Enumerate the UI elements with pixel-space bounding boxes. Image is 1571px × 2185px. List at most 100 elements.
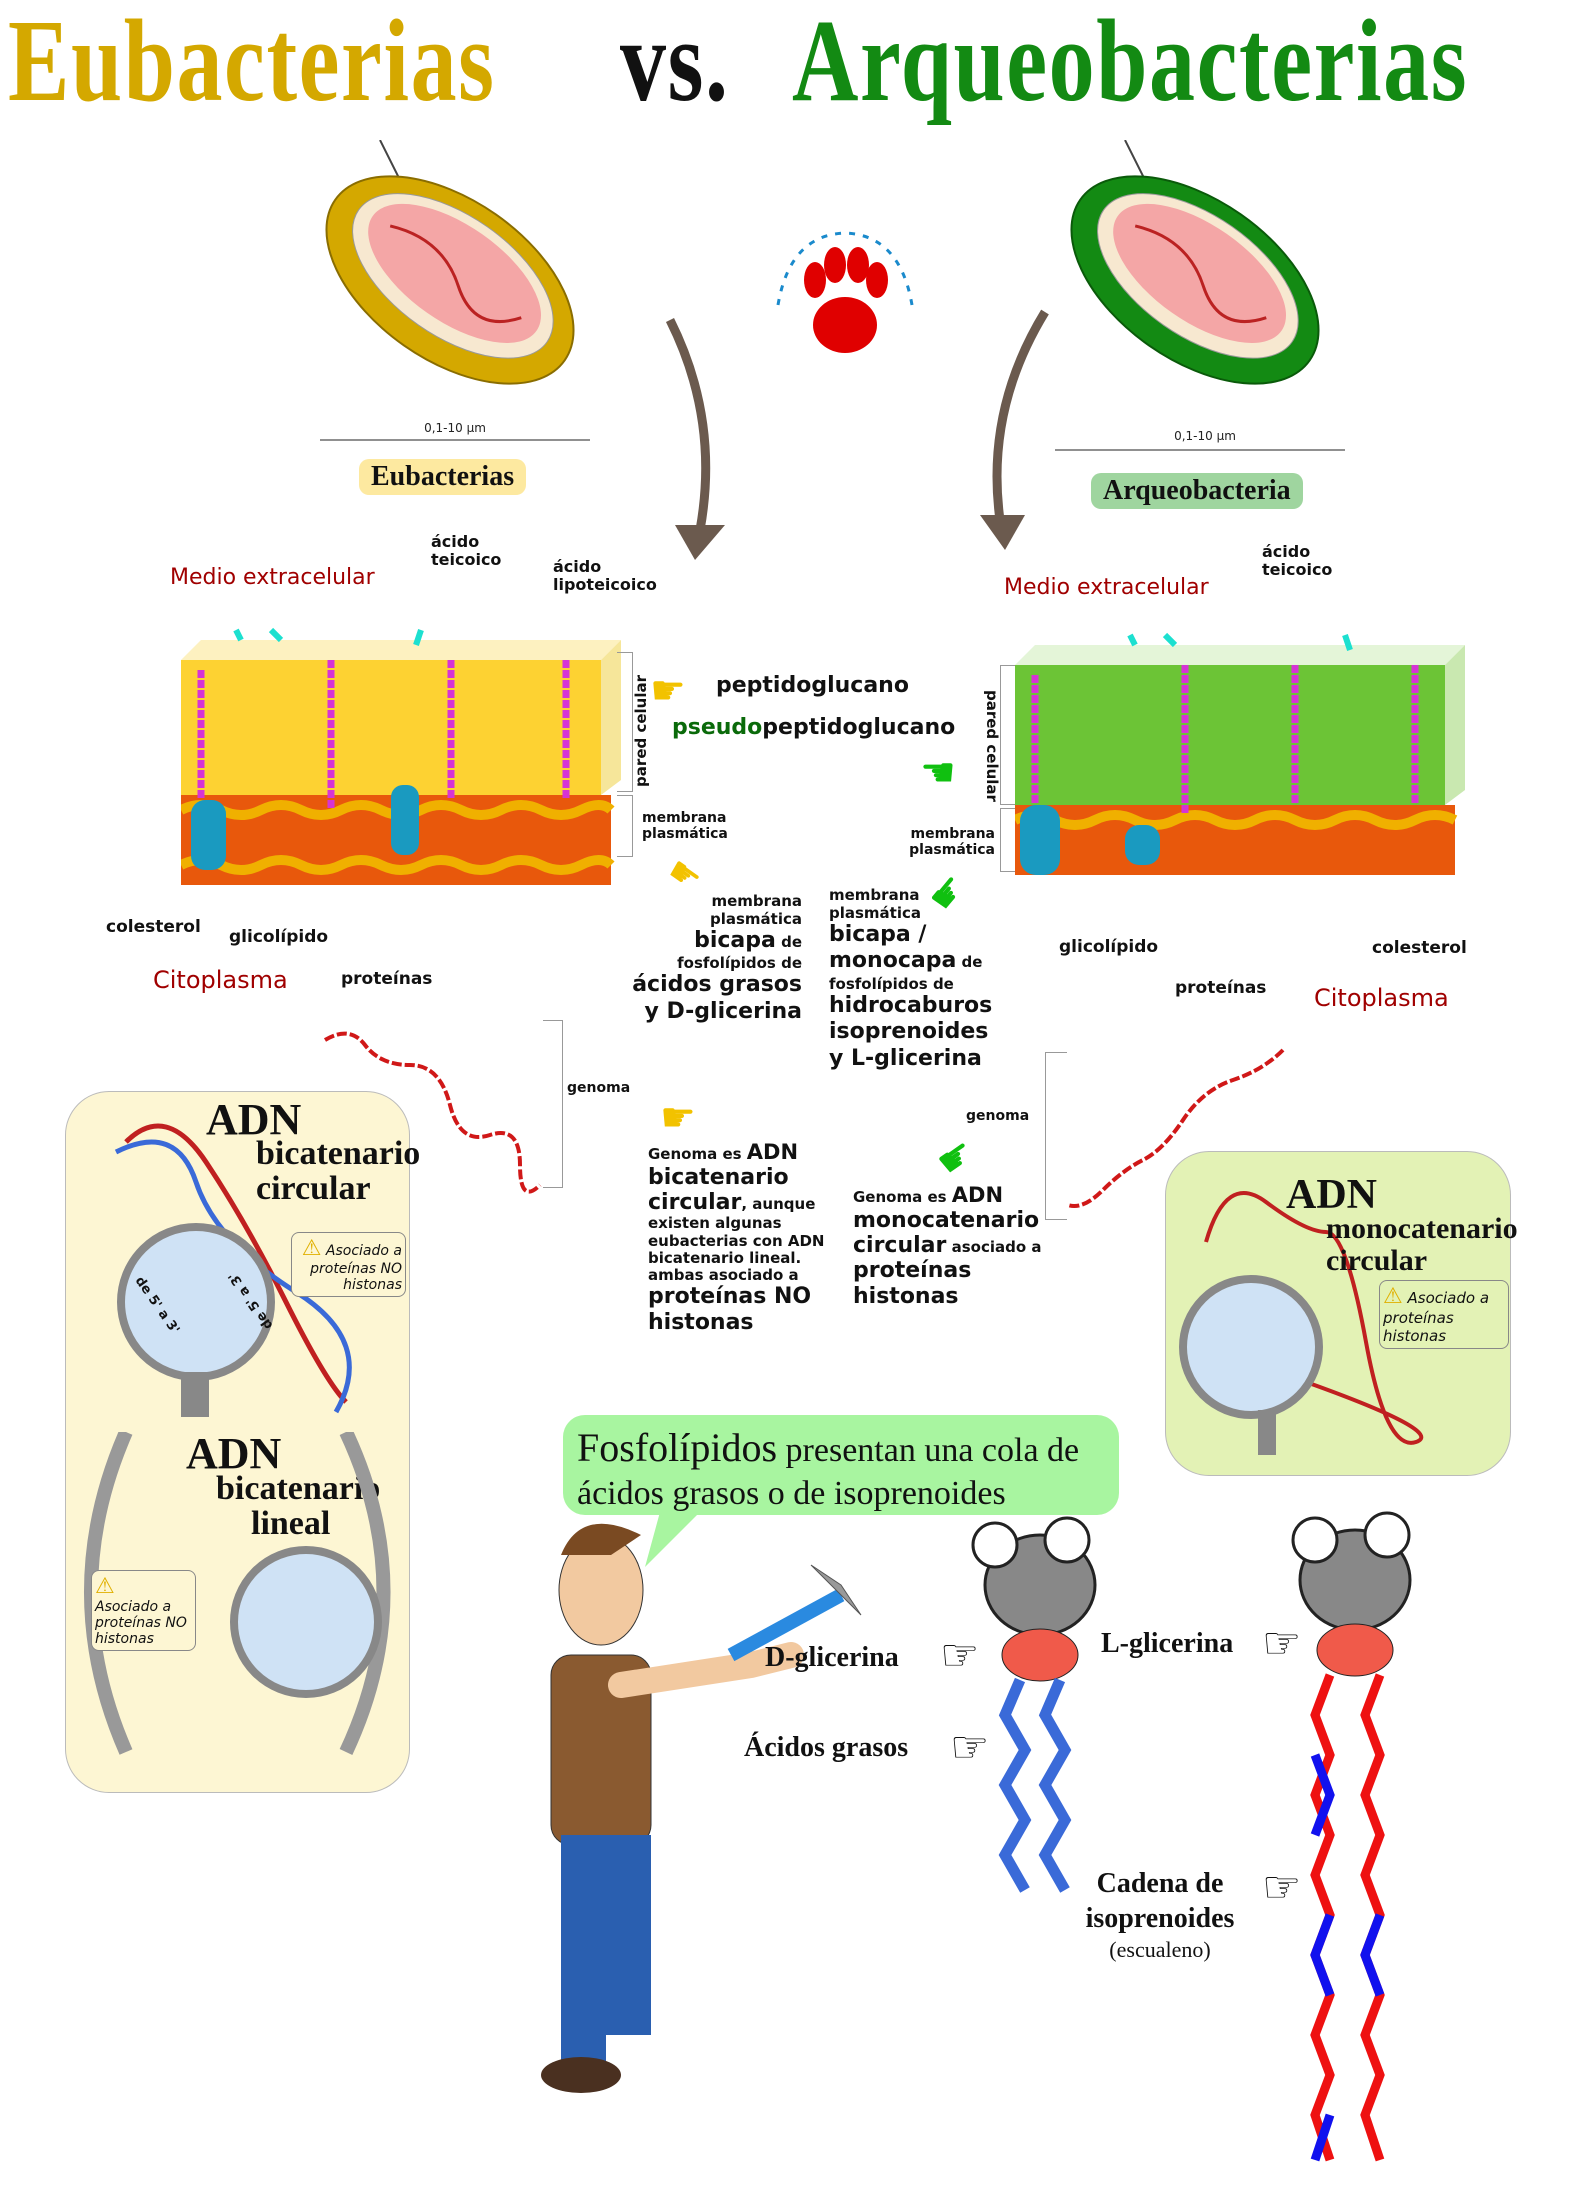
eu-membrana-label: membrana plasmática [642,810,728,842]
line: y D-glicerina [644,998,803,1024]
dna-circ-title: circular [256,1170,371,1207]
eu-membrana-bracket [617,795,633,857]
t: ambas asociado a [648,1266,799,1285]
arq-genome-description: Genoma es ADN monocatenario circular aso… [853,1183,1083,1309]
eu-citoplasma: Citoplasma [153,966,288,994]
dna-bicatenario-panel: de 5' a 3' de 5' a 3' ADN bicatenario ci… [65,1091,420,1793]
pointing-hand-icon: ☞ [940,1630,980,1681]
warning-icon: ⚠ [1383,1284,1403,1309]
t: monocatenario [853,1207,1040,1233]
pseudopeptidoglucano-text: pseudopeptidoglucano [672,715,956,740]
dna-lin-title: bicatenario [216,1470,381,1507]
arq-citoplasma: Citoplasma [1314,984,1449,1012]
eu-pared-bracket [617,652,633,792]
t: ADN [746,1140,799,1164]
t: (escualeno) [1109,1937,1211,1962]
eu-pared-label: pared celular [632,675,650,787]
arq-pared-bracket [1000,665,1015,805]
arq-glicolipido: glicolípido [1059,937,1159,957]
phospholipid-d-glicerina [971,1516,1097,1893]
eu-colesterol: colesterol [106,917,201,937]
t: Genoma es [853,1188,952,1206]
pseudo-prefix: pseudo [672,715,763,740]
line: isoprenoides [829,1019,989,1045]
eu-scale-text: 0,1-10 µm [424,421,486,435]
t: circular [853,1232,947,1258]
eu-acido-teicoico: ácido teicoico [431,532,502,569]
arq-genoma-label: genoma [966,1108,1030,1124]
bicapa: bicapa [694,928,776,953]
scientist-character [541,1523,862,2093]
single-strand-illustration [1179,1191,1424,1455]
bubble-text: presentan una cola de ácidos grasos o de… [577,1432,1080,1512]
arrow-down-icon [675,525,725,560]
pointing-hand-icon: ☛ [928,1128,984,1188]
double-helix-illustration [114,1123,352,1417]
t: asociado a [946,1237,1042,1256]
t: bicatenario lineal. [648,1248,802,1267]
arqueobacteria-envelope-diagram [1015,632,1465,875]
arq-medio-extracelular: Medio extracelular [1004,575,1209,600]
bubble-tail [645,1512,700,1567]
arrows [665,309,1049,560]
pointing-hand-icon: ☛ [650,668,686,714]
arq-proteinas: proteínas [1175,978,1267,998]
eubacterias-label: Eubacterias [359,459,527,495]
line: bicapa / [829,922,927,947]
title-arqueobacterias: Arqueobacterias [792,0,1469,126]
line: membrana [829,886,920,904]
title-vs: vs. [620,0,730,126]
line: plasmática [709,910,802,928]
pointing-hand-icon: ☞ [1262,1618,1302,1669]
bubble-strong: Fosfolípidos [577,1425,778,1470]
t: circular [648,1189,742,1215]
arq-pared-label: pared celular [983,690,1001,802]
t: proteínas NO [648,1284,812,1310]
dna-lin-title: ADN [186,1429,282,1478]
note-text: Asociado a proteínas NO histonas [95,1599,187,1647]
eu-genome-bracket [543,1020,563,1188]
t: bicatenario [648,1164,789,1190]
dna-monocatenario-panel: ADN monocatenario circular ⚠ Asociado a … [1165,1151,1518,1476]
peptidoglucano-suffix: peptidoglucano [762,715,956,740]
warning-icon: ⚠ [301,1236,322,1261]
line: membrana [711,892,803,910]
t: existen algunas [648,1214,782,1233]
t: eubacterias con ADN [648,1231,825,1250]
d-glicerina-label: D-glicerina [765,1642,899,1673]
eu-glicolipido: glicolípido [229,927,329,947]
arq-membrane-description: membrana plasmática bicapa / monocapa de… [829,886,1079,1072]
peptidoglucano-text: peptidoglucano [716,673,909,698]
arqueobacteria-cell-illustration: 0,1-10 µm [1055,140,1345,451]
line: plasmática [829,904,922,922]
monocapa: monocapa [829,948,957,974]
line: hidrocaburos [829,992,993,1018]
dna-lin-title: lineal [251,1505,331,1542]
eu-medio-extracelular: Medio extracelular [170,565,375,590]
eu-acido-lipoteicoico: ácido lipoteicoico [553,557,657,594]
t: proteínas [853,1258,972,1284]
t: histonas [853,1283,959,1309]
arq-acido-teicoico: ácido teicoico [1262,542,1333,579]
de: de [775,933,802,951]
line: fosfolípidos de [829,974,954,993]
pointing-hand-icon: ☛ [920,750,956,796]
t: isoprenoides [1085,1903,1235,1934]
eu-proteinas: proteínas [341,969,433,989]
arq-membrana-bracket [1000,808,1015,872]
line: ácidos grasos [632,972,802,998]
dna-mono-title: monocatenario [1326,1212,1518,1245]
arq-scale-text: 0,1-10 µm [1174,429,1236,443]
eubacteria-cell-illustration: 0,1-10 µm [320,140,590,441]
eubacteria-envelope-diagram [181,627,621,885]
arqueobacteria-label: Arqueobacteria [1091,473,1303,509]
dna-mono-note: ⚠ Asociado a proteínas histonas [1379,1280,1509,1349]
arq-colesterol: colesterol [1372,938,1467,958]
de: de [956,953,983,972]
dna-mono-title: ADN [1286,1172,1377,1218]
dna-circ-title: ADN [206,1095,302,1144]
acidos-grasos-label: Ácidos grasos [744,1732,909,1763]
t: ADN [951,1183,1004,1207]
linear-dna-illustration [84,1432,391,1755]
pointing-hand-icon: ☞ [950,1722,990,1773]
